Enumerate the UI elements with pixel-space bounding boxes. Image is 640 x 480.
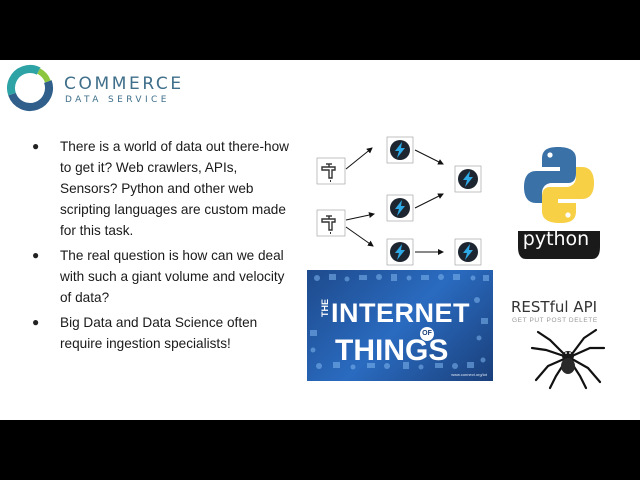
faucet-icon [316,209,346,237]
faucet-icon [316,157,346,185]
bullet-marker: ● [32,315,40,329]
bullet-item: ● There is a world of data out there-how… [30,136,298,241]
lightning-bolt-icon [454,238,482,266]
logo-ring-icon [7,65,53,111]
bullet-text: Big Data and Data Science often require … [60,315,258,351]
bullet-item: ● Big Data and Data Science often requir… [30,312,298,354]
bullet-item: ● The real question is how can we deal w… [30,245,298,308]
restful-api-methods: GET PUT POST DELETE [512,317,598,324]
iot-the-text: THE [320,299,330,317]
bullet-list: ● There is a world of data out there-how… [30,136,298,358]
iot-url-text: www.connect.org/iot [451,372,487,377]
iot-icon-pattern [310,274,489,370]
restful-api-title: RESTful API [511,298,598,316]
lightning-bolt-icon [386,136,414,164]
python-wordmark: python™ [514,228,604,250]
lightning-bolt-icon [386,238,414,266]
internet-of-things-image: THE INTERNET OF THINGS www.connect.org/i… [307,270,493,381]
lightning-bolt-icon [386,194,414,222]
logo-subtitle: DATA SERVICE [65,95,170,105]
bullet-marker: ● [32,139,40,153]
iot-internet-text: INTERNET [331,298,470,328]
python-wordmark-text: python [522,228,590,250]
data-flow-diagram [316,136,482,266]
slide: COMMERCE DATA SERVICE ● There is a world… [0,60,640,420]
python-logo [518,135,600,259]
bullet-text: The real question is how can we deal wit… [60,248,285,305]
bullet-text: There is a world of data out there-how t… [60,139,289,238]
bullet-marker: ● [32,248,40,262]
iot-of-badge: OF [420,327,434,341]
spider-icon [530,328,606,390]
iot-things-text: THINGS [335,334,449,367]
logo-title: COMMERCE [64,74,184,94]
lightning-bolt-icon [454,165,482,193]
commerce-data-service-logo: COMMERCE DATA SERVICE [6,64,196,116]
python-tm: ™ [589,228,596,235]
